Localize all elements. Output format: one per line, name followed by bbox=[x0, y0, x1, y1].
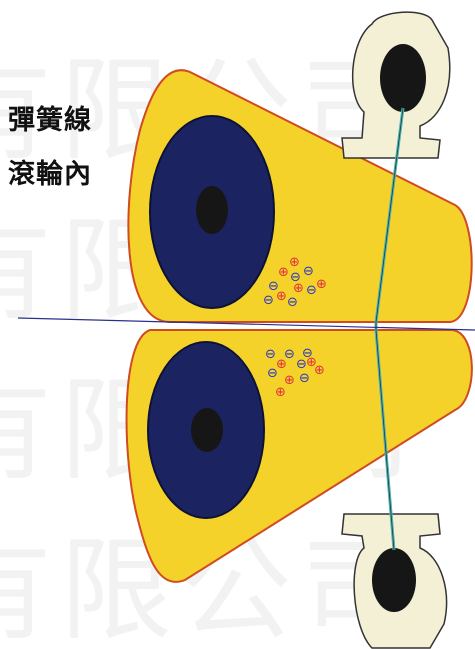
lower-roller-hub bbox=[191, 408, 223, 452]
positive-charge-icon: ⊕ bbox=[314, 363, 325, 378]
positive-charge-icon: ⊕ bbox=[293, 281, 304, 296]
negative-charge-icon: ⊖ bbox=[303, 264, 314, 279]
positive-charge-icon: ⊕ bbox=[278, 265, 289, 280]
negative-charge-icon: ⊖ bbox=[290, 270, 301, 285]
positive-charge-icon: ⊕ bbox=[276, 289, 287, 304]
positive-charge-icon: ⊕ bbox=[276, 357, 287, 372]
positive-charge-icon: ⊕ bbox=[306, 355, 317, 370]
negative-charge-icon: ⊖ bbox=[284, 347, 295, 362]
lower-clamp-roller bbox=[372, 548, 416, 612]
negative-charge-icon: ⊖ bbox=[267, 366, 278, 381]
positive-charge-icon: ⊕ bbox=[284, 373, 295, 388]
positive-charge-icon: ⊕ bbox=[289, 255, 300, 270]
lower-charge-cluster: ⊖ ⊖ ⊖ ⊕ ⊖ ⊕ ⊖ ⊕ ⊕ ⊖ ⊕ bbox=[265, 346, 325, 400]
wire-core bbox=[375, 107, 404, 551]
negative-charge-icon: ⊖ bbox=[265, 347, 276, 362]
upper-roller-hub bbox=[196, 186, 228, 234]
negative-charge-icon: ⊖ bbox=[287, 295, 298, 310]
positive-charge-icon: ⊕ bbox=[316, 277, 327, 292]
label-spring-wire: 彈簧線 bbox=[8, 105, 92, 136]
negative-charge-icon: ⊖ bbox=[299, 371, 310, 386]
negative-charge-icon: ⊖ bbox=[268, 279, 279, 294]
negative-charge-icon: ⊖ bbox=[306, 283, 317, 298]
negative-charge-icon: ⊖ bbox=[302, 346, 313, 361]
negative-charge-icon: ⊖ bbox=[296, 357, 307, 372]
upper-clamp-roller bbox=[380, 44, 426, 112]
positive-charge-icon: ⊕ bbox=[275, 385, 286, 400]
center-line bbox=[17, 317, 475, 331]
upper-charge-cluster: ⊕ ⊖ ⊕ ⊖ ⊕ ⊖ ⊕ ⊖ ⊕ ⊖ ⊖ bbox=[263, 255, 327, 310]
negative-charge-icon: ⊖ bbox=[263, 293, 274, 308]
label-inside-roller: 滾輪內 bbox=[8, 159, 92, 190]
